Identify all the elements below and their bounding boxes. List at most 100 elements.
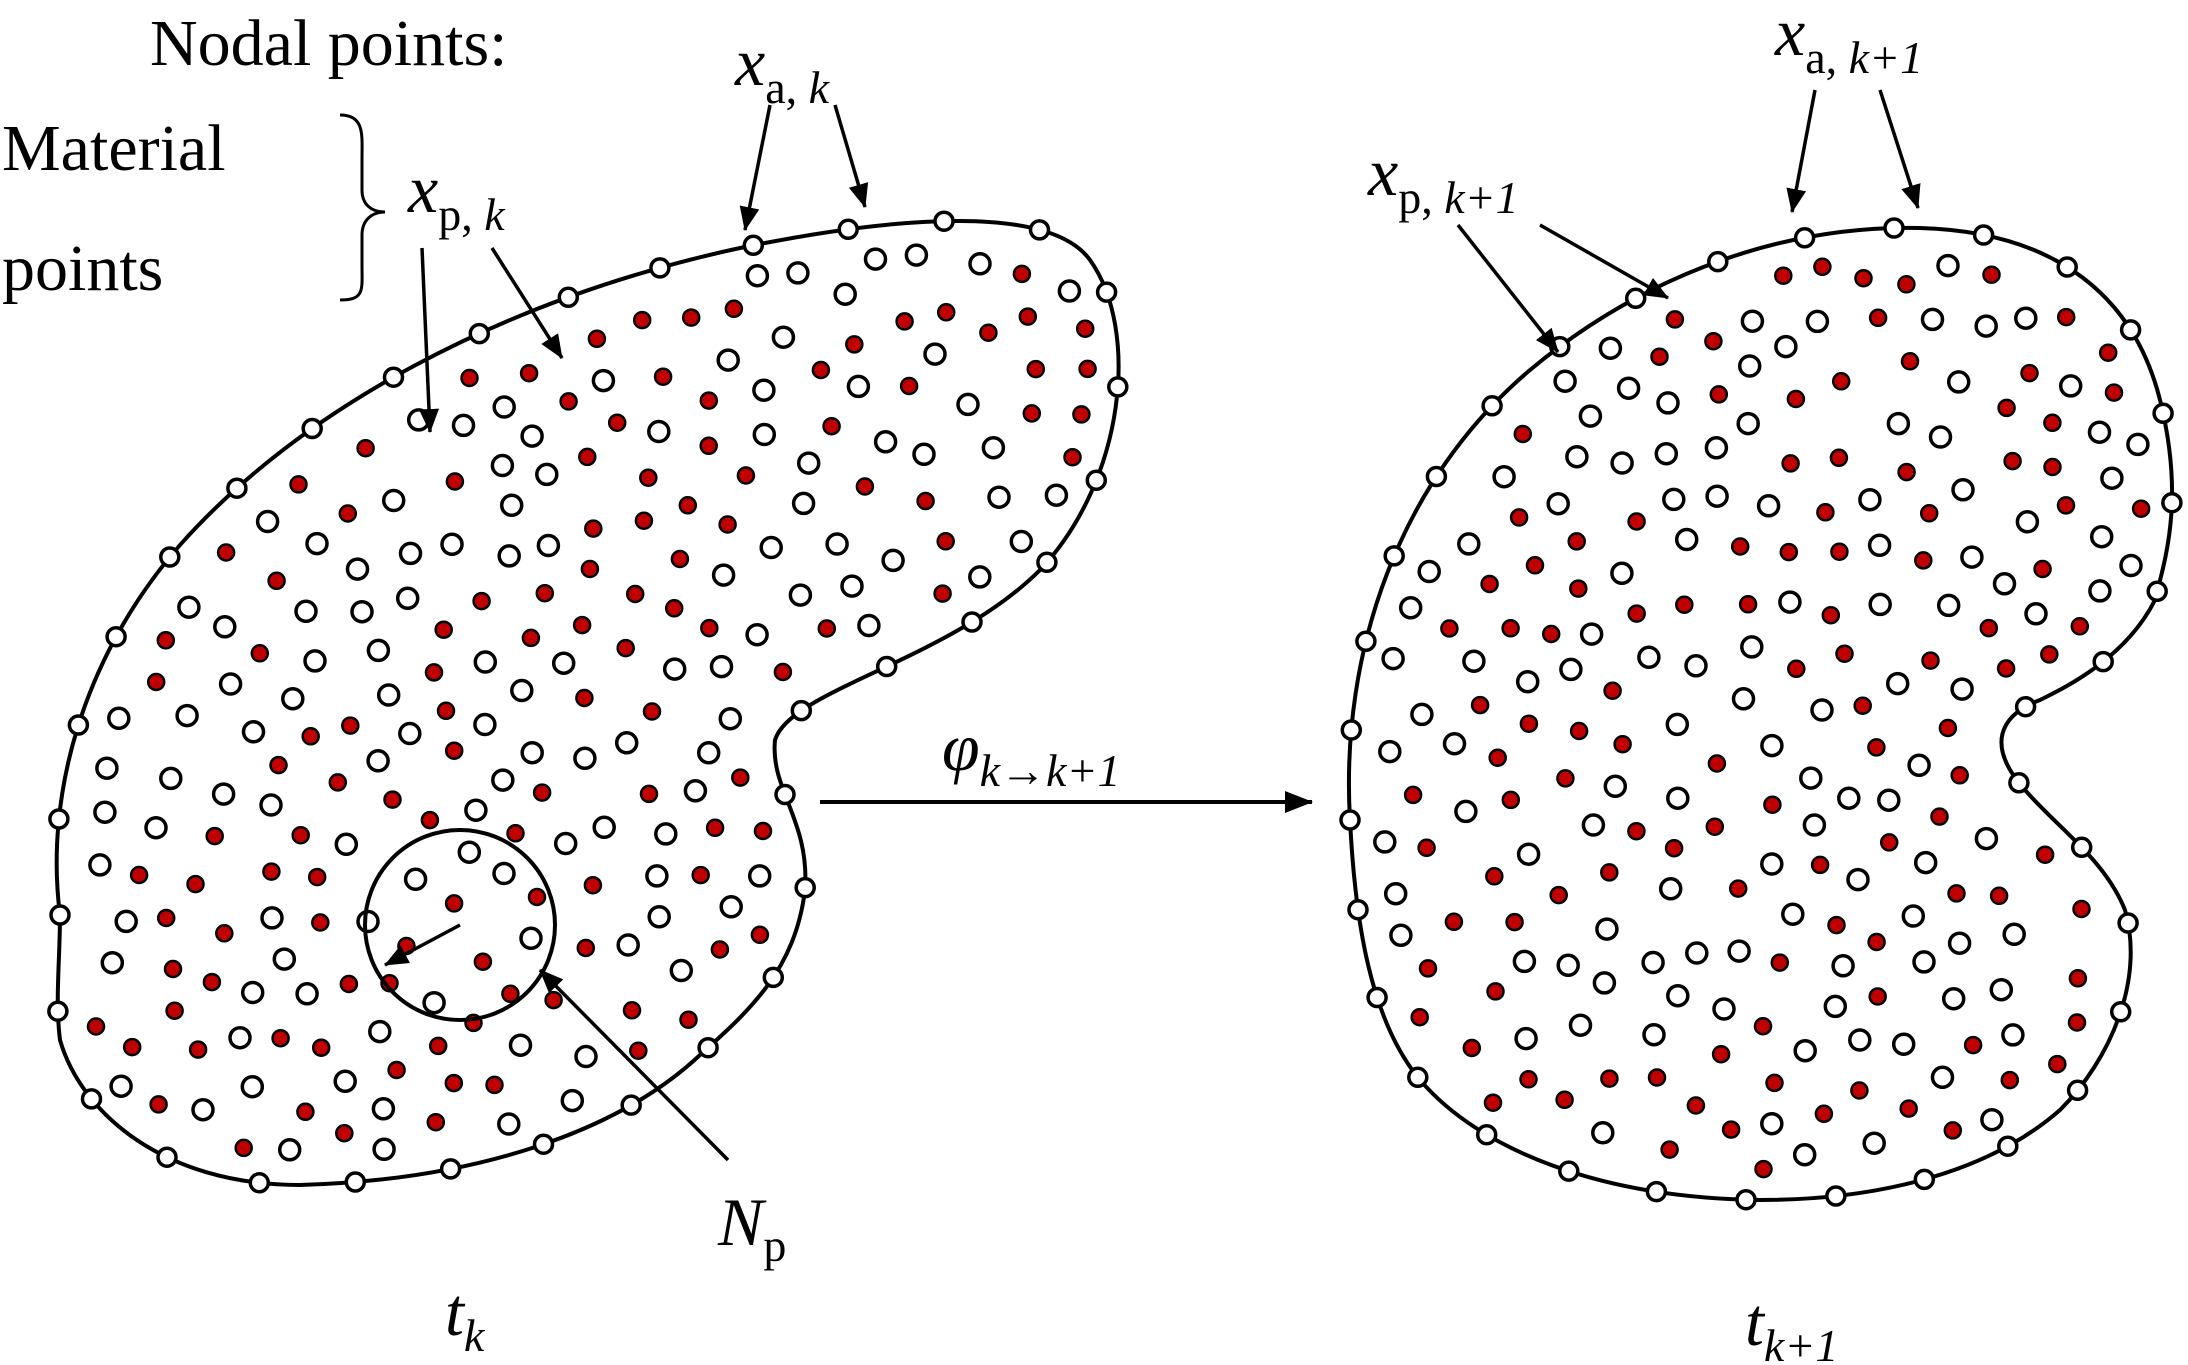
interior-nodal-point — [745, 622, 769, 647]
interior-nodal-point — [912, 442, 936, 467]
material-point — [156, 631, 176, 650]
interior-nodal-point — [350, 599, 374, 624]
interior-nodal-point — [228, 1025, 252, 1050]
material-point — [1541, 624, 1561, 644]
interior-nodal-point — [1546, 491, 1570, 516]
material-point — [1763, 795, 1782, 814]
material-point — [1075, 319, 1095, 338]
boundary-nodal-point — [1481, 395, 1503, 417]
material-point — [1600, 863, 1619, 882]
material-point — [1867, 738, 1886, 757]
material-point — [1063, 447, 1082, 467]
xa-k-label: xa, k — [734, 24, 831, 113]
interior-nodal-point — [1553, 369, 1577, 393]
boundary-nodal-point — [1425, 465, 1448, 488]
material-point — [634, 511, 654, 530]
material-point — [122, 1037, 142, 1057]
material-point — [1072, 405, 1091, 424]
material-point — [1900, 352, 1920, 371]
interior-nodal-point — [846, 374, 871, 399]
interior-nodal-point — [88, 853, 112, 877]
boundary-nodal-point — [1366, 986, 1388, 1009]
interior-nodal-point — [1662, 487, 1686, 512]
interior-nodal-point — [1515, 669, 1540, 694]
interior-nodal-point — [1936, 593, 1961, 618]
interior-nodal-point — [1383, 881, 1408, 906]
arrow-xp-k1-1 — [1456, 223, 1560, 354]
material-point — [2035, 845, 2055, 864]
material-point — [718, 515, 737, 534]
interior-nodal-point — [711, 563, 736, 587]
interior-nodal-point — [333, 1069, 357, 1094]
material-point — [1711, 1044, 1731, 1064]
interior-nodal-point — [923, 342, 947, 366]
interior-nodal-point — [191, 1097, 215, 1122]
material-point — [1569, 579, 1588, 598]
interior-nodal-point — [1712, 997, 1736, 1021]
interior-nodal-point — [1831, 954, 1855, 978]
interior-nodal-point — [669, 958, 694, 983]
boundary-nodal-point — [1825, 1185, 1847, 1207]
material-point — [731, 768, 750, 787]
interior-nodal-point — [2089, 524, 2114, 549]
material-point — [2072, 899, 2091, 919]
material-point — [2040, 645, 2059, 664]
interior-nodal-point — [294, 599, 318, 624]
boundary-nodal-point — [742, 234, 765, 257]
material-point — [584, 519, 603, 538]
material-point — [1569, 721, 1589, 741]
interior-nodal-point — [1559, 657, 1583, 682]
interior-nodal-point — [281, 686, 305, 711]
boundary-nodal-point — [2109, 1001, 2132, 1023]
boundary-nodal-point — [248, 1172, 271, 1194]
material-point — [1704, 331, 1723, 351]
material-point — [215, 924, 234, 943]
interior-nodal-point — [1417, 559, 1441, 584]
material-point — [822, 416, 841, 436]
boundary-nodal-point — [1735, 1188, 1757, 1211]
interior-nodal-point — [718, 706, 743, 731]
interior-nodal-point — [1846, 867, 1870, 892]
interior-nodal-point — [1867, 533, 1892, 558]
material-point — [1829, 448, 1849, 468]
interior-nodal-point — [573, 746, 597, 771]
material-point — [691, 865, 710, 885]
interior-nodal-point — [473, 712, 497, 737]
material-point — [817, 619, 837, 638]
boundary-nodal-point — [774, 783, 796, 806]
material-point — [736, 466, 756, 485]
interior-nodal-point — [825, 532, 849, 556]
interior-nodal-point — [240, 980, 265, 1005]
material-point — [664, 599, 684, 618]
material-point — [307, 867, 327, 887]
material-point — [202, 972, 222, 992]
material-point — [559, 392, 578, 411]
boundary-nodal-point — [105, 625, 127, 648]
material-point — [750, 925, 770, 945]
material-point — [1853, 696, 1872, 715]
interior-nodal-point — [520, 740, 544, 765]
arrow-xa-k-1 — [739, 104, 772, 231]
boundary-nodal-point — [2119, 319, 2142, 341]
interior-nodal-point — [356, 909, 380, 934]
interior-nodal-point — [553, 831, 578, 856]
boundary-nodal-point — [2117, 912, 2139, 934]
material-point — [1486, 982, 1505, 1001]
interior-nodal-point — [1907, 753, 1931, 778]
boundary-nodal-point — [67, 714, 90, 736]
interior-nodal-point — [492, 861, 516, 886]
interior-nodal-point — [1658, 877, 1683, 901]
material-point — [1774, 266, 1793, 285]
material-point — [1899, 1099, 1918, 1118]
interior-nodal-point — [654, 822, 678, 846]
interior-nodal-point — [981, 435, 1006, 460]
interior-nodal-point — [376, 683, 401, 707]
xp-k1-label: xp, k+1 — [1367, 134, 1519, 223]
interior-nodal-point — [551, 651, 576, 675]
material-point — [311, 1038, 331, 1057]
interior-nodal-point — [1736, 411, 1760, 436]
interior-nodal-point — [968, 252, 992, 276]
interior-nodal-point — [752, 378, 776, 402]
material-point — [895, 312, 914, 331]
interior-nodal-point — [1810, 698, 1834, 722]
